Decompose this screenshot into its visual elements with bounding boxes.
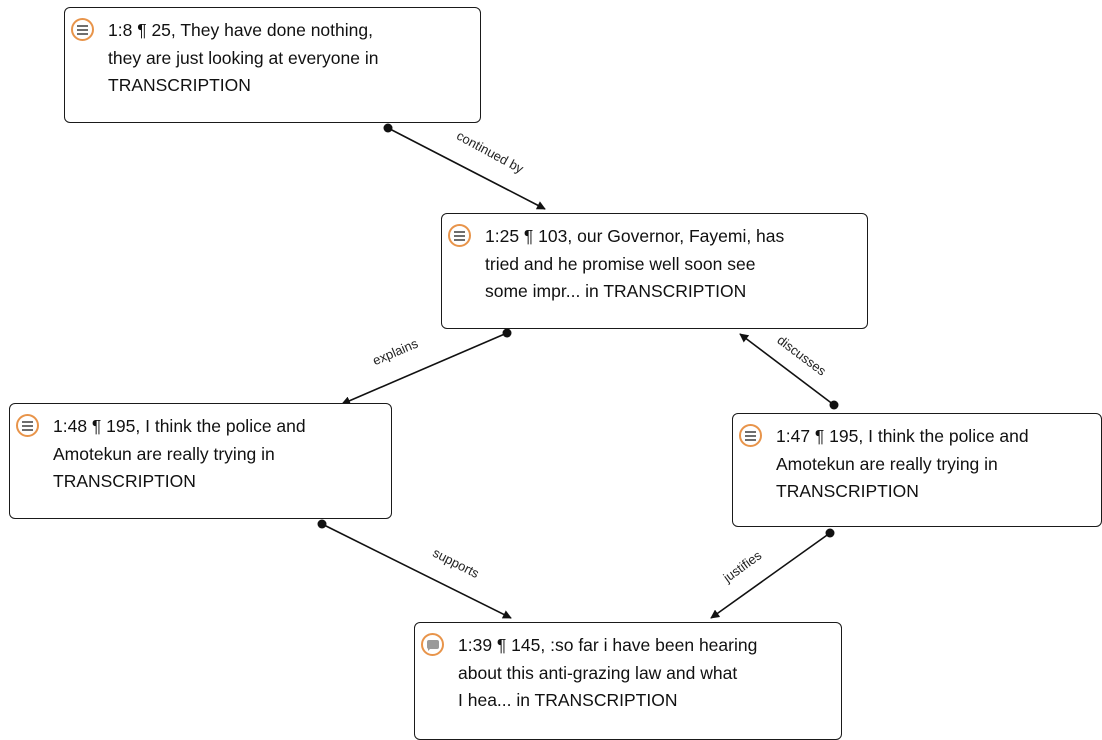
- edge-start-dot: [317, 519, 327, 529]
- quotation-text-line: TRANSCRIPTION: [108, 75, 251, 95]
- quotation-text: 1:39 ¶ 145, :so far i have been hearing …: [458, 632, 835, 715]
- quotation-text-line: 1:39 ¶ 145, :so far i have been hearing: [458, 635, 758, 655]
- edge-start-dot: [502, 328, 512, 338]
- edge-start-dot: [829, 400, 839, 410]
- edge-label: continued by: [454, 128, 526, 177]
- edge-line[interactable]: [321, 523, 512, 619]
- quotation-comment-icon: [421, 633, 444, 656]
- edge-label: justifies: [720, 547, 765, 585]
- quotation-text-line: Amotekun are really trying in: [776, 453, 998, 474]
- quotation-text-icon: [448, 224, 471, 247]
- quotation-node[interactable]: 1:48 ¶ 195, I think the police and Amote…: [9, 403, 392, 519]
- edge-line[interactable]: [341, 332, 508, 405]
- quotation-node[interactable]: 1:25 ¶ 103, our Governor, Fayemi, has tr…: [441, 213, 868, 329]
- quotation-text-line: 1:25 ¶ 103, our Governor, Fayemi, has: [485, 226, 785, 246]
- edge-line[interactable]: [739, 333, 835, 406]
- quotation-node[interactable]: 1:8 ¶ 25, They have done nothing, they a…: [64, 7, 481, 123]
- quotation-text-icon: [739, 424, 762, 447]
- quotation-text-line: some impr... in TRANSCRIPTION: [485, 281, 747, 301]
- quotation-text-line: TRANSCRIPTION: [53, 471, 196, 491]
- edge-start-dot: [383, 123, 393, 133]
- edge-label: explains: [370, 335, 420, 368]
- quotation-text-icon: [16, 414, 39, 437]
- quotation-text: 1:8 ¶ 25, They have done nothing, they a…: [108, 17, 474, 100]
- edge-label: discusses: [774, 332, 829, 379]
- quotation-text-line: 1:48 ¶ 195, I think the police and: [53, 416, 306, 436]
- quotation-text: 1:48 ¶ 195, I think the police and Amote…: [53, 413, 385, 496]
- quotation-text-line: about this anti-grazing law and what: [458, 662, 738, 683]
- edge-start-dot: [825, 528, 835, 538]
- quotation-text-line: tried and he promise well soon see: [485, 253, 756, 274]
- quotation-text-line: they are just looking at everyone in: [108, 47, 379, 68]
- edge-line[interactable]: [387, 127, 546, 210]
- quotation-text-line: 1:8 ¶ 25, They have done nothing,: [108, 20, 373, 40]
- quotation-text: 1:47 ¶ 195, I think the police and Amote…: [776, 423, 1095, 506]
- quotation-node[interactable]: 1:39 ¶ 145, :so far i have been hearing …: [414, 622, 842, 740]
- quotation-text: 1:25 ¶ 103, our Governor, Fayemi, has tr…: [485, 223, 861, 306]
- quotation-text-line: 1:47 ¶ 195, I think the police and: [776, 426, 1029, 446]
- quotation-node[interactable]: 1:47 ¶ 195, I think the police and Amote…: [732, 413, 1102, 527]
- quotation-text-icon: [71, 18, 94, 41]
- quotation-text-line: I hea... in TRANSCRIPTION: [458, 690, 678, 710]
- edge-line[interactable]: [710, 532, 831, 619]
- edge-label: supports: [430, 545, 482, 581]
- quotation-text-line: TRANSCRIPTION: [776, 481, 919, 501]
- quotation-text-line: Amotekun are really trying in: [53, 443, 275, 464]
